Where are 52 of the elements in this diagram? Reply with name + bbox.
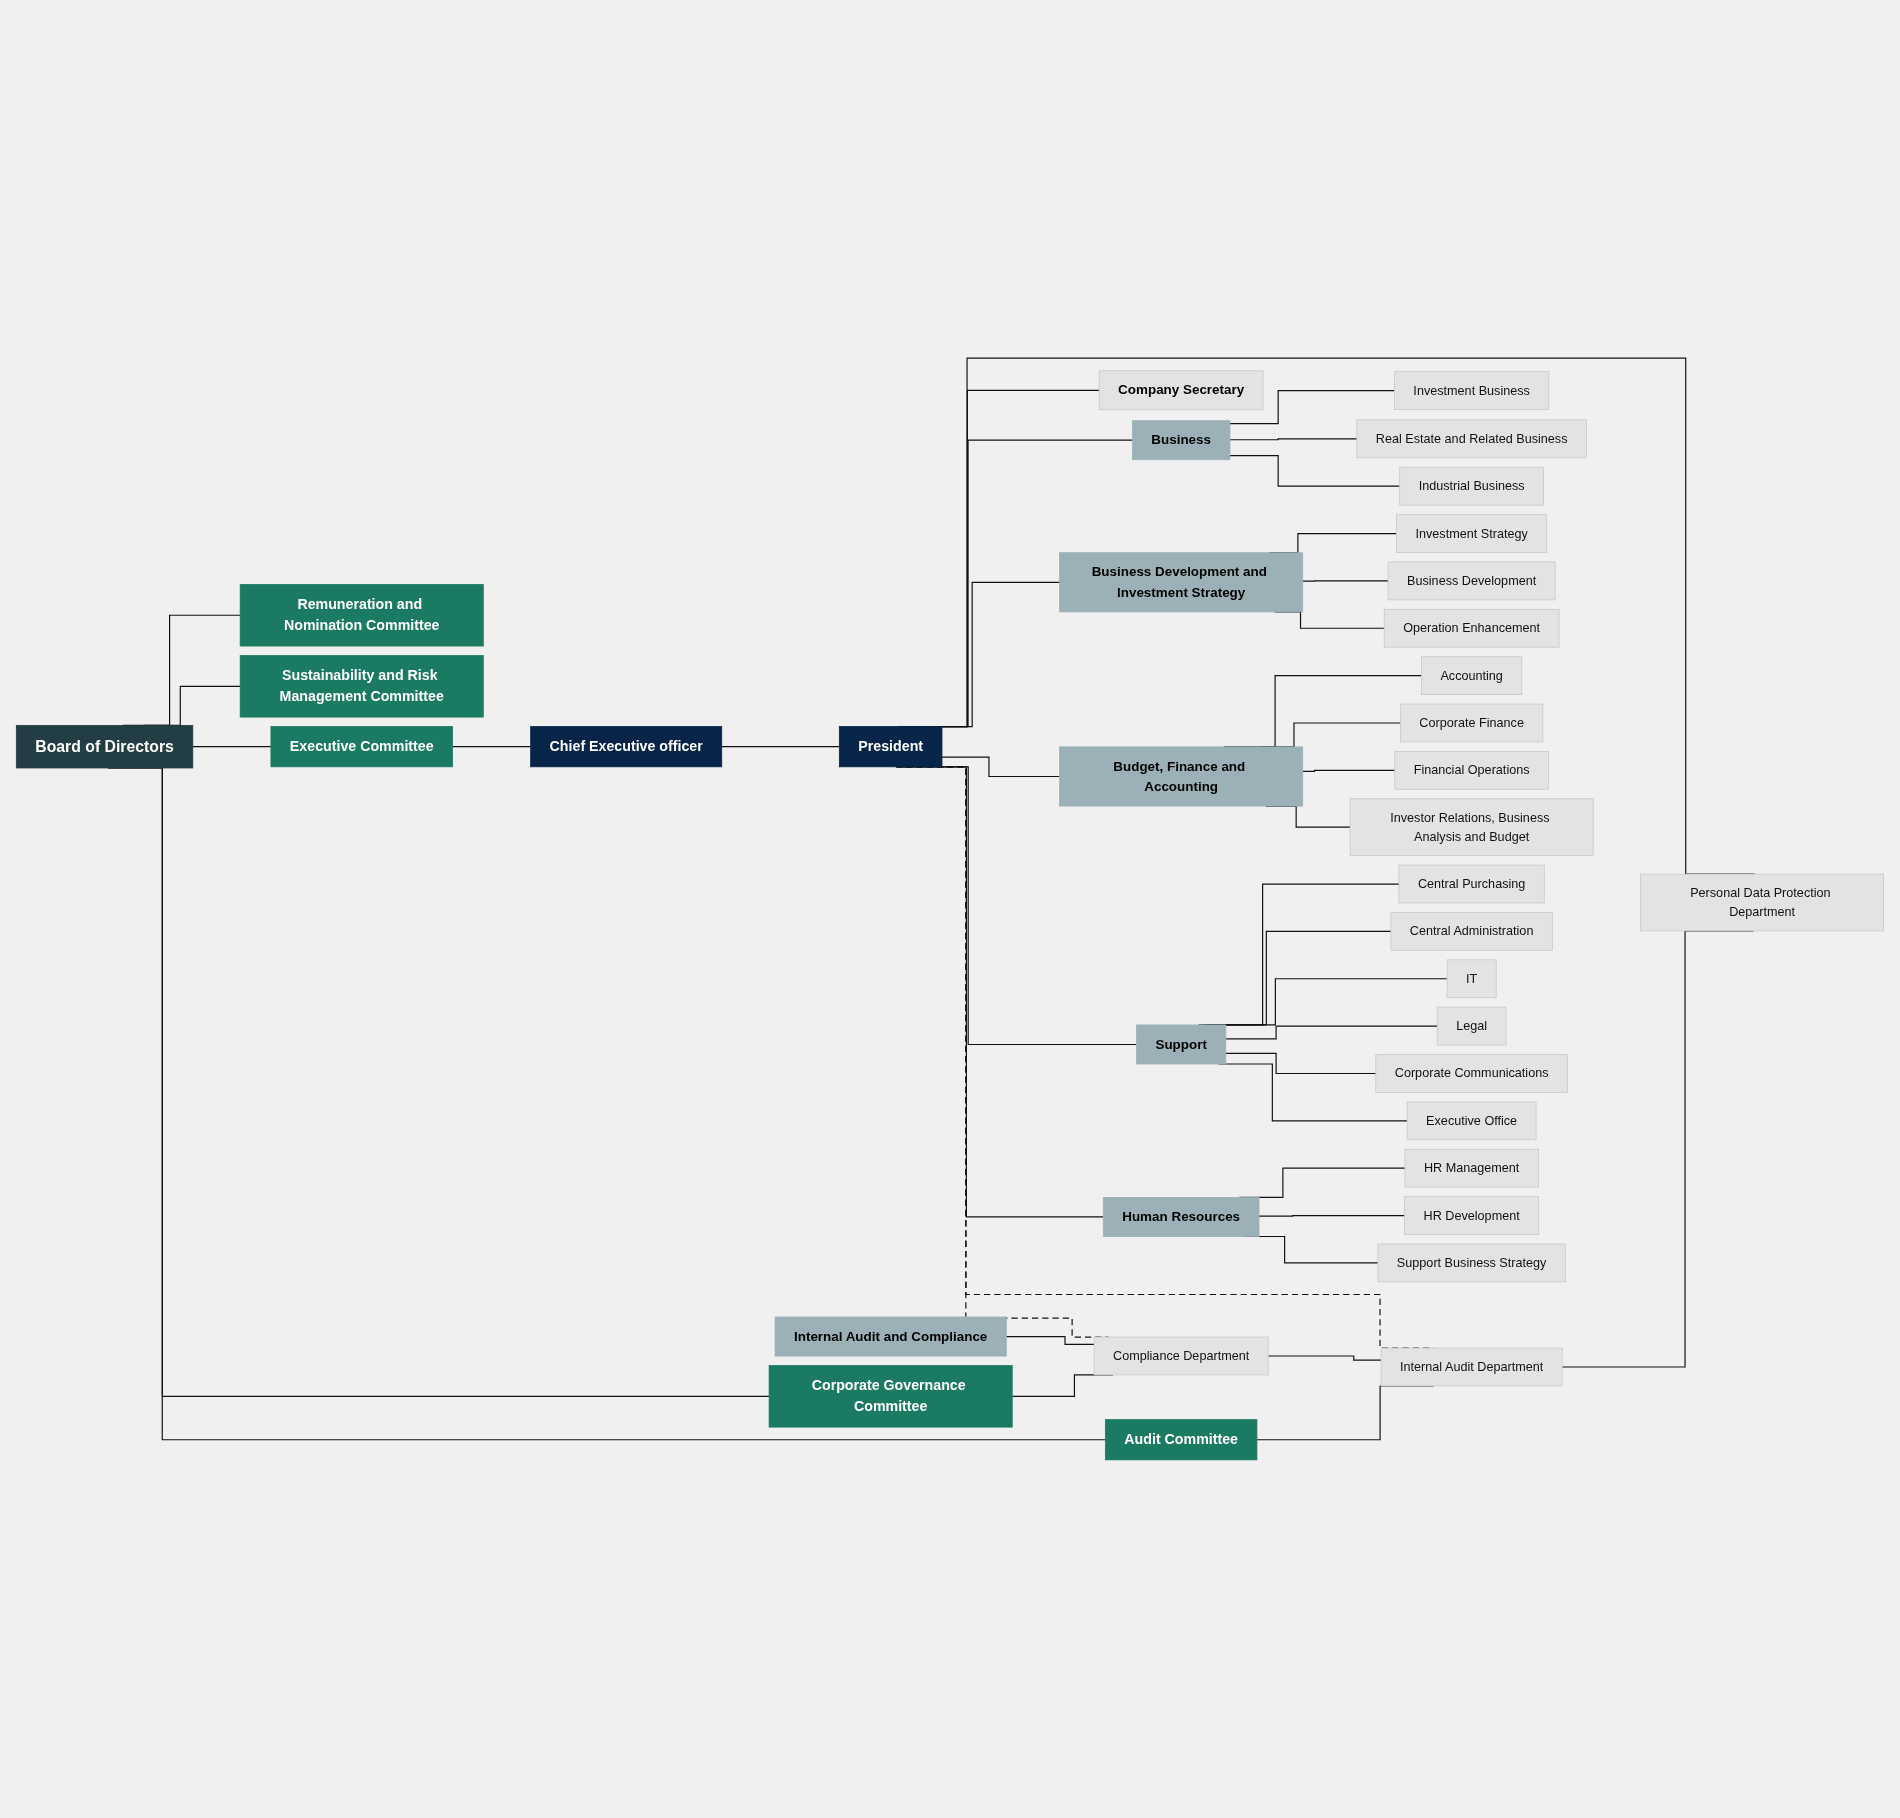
connector xyxy=(1229,390,1395,425)
connector xyxy=(1258,1215,1406,1217)
node-box: Sustainability and Risk Management Committee xyxy=(239,655,484,718)
node-box: Financial Operations xyxy=(1394,751,1549,790)
node-box: Human Resources xyxy=(1102,1197,1260,1237)
node-box: Real Estate and Related Business xyxy=(1356,419,1587,459)
node-box: President xyxy=(838,726,943,768)
node-box: Accounting xyxy=(1421,656,1523,695)
node-box: Chief Executive officer xyxy=(530,726,723,768)
node-box: Central Administration xyxy=(1390,912,1553,951)
node-box: Audit Committee xyxy=(1104,1419,1258,1461)
node-box: Internal Audit and Compliance xyxy=(774,1316,1007,1357)
connector xyxy=(192,746,272,748)
node-box: Investor Relations, Business Analysis and Budget xyxy=(1349,798,1594,856)
node-box: HR Development xyxy=(1404,1196,1540,1235)
node-box: Business Development xyxy=(1387,561,1556,601)
connector xyxy=(1229,438,1358,441)
node-box: HR Management xyxy=(1404,1148,1539,1188)
node-box: IT xyxy=(1446,959,1497,999)
node-box: Investment Business xyxy=(1394,371,1550,410)
connector xyxy=(941,756,1061,778)
node-box: Executive Office xyxy=(1406,1101,1537,1141)
node-box: Business Development and Investment Strategy xyxy=(1059,552,1304,613)
node-box: Corporate Governance Committee xyxy=(768,1365,1013,1428)
connector xyxy=(1267,1355,1382,1361)
node-box: Executive Committee xyxy=(270,726,453,768)
connector xyxy=(451,746,532,748)
node-box: Compliance Department xyxy=(1093,1336,1269,1376)
node-box: Board of Directors xyxy=(15,724,194,769)
node-box: Remuneration and Nomination Committee xyxy=(239,584,484,647)
node-box: Budget, Finance and Accounting xyxy=(1059,746,1304,807)
node-box: Central Purchasing xyxy=(1398,864,1545,904)
node-box: Investment Strategy xyxy=(1396,514,1548,553)
node-box: Corporate Communications xyxy=(1375,1054,1568,1093)
node-box: Company Secretary xyxy=(1098,370,1264,411)
connector xyxy=(1302,580,1389,582)
connector xyxy=(1302,769,1396,772)
node-box: Legal xyxy=(1436,1006,1507,1046)
connector xyxy=(1005,1335,1095,1345)
node-box: Support Business Strategy xyxy=(1377,1243,1566,1283)
node-box: Support xyxy=(1136,1024,1227,1065)
node-box: Corporate Finance xyxy=(1400,703,1544,743)
node-box: Business xyxy=(1131,420,1231,461)
connector xyxy=(721,746,840,748)
connector xyxy=(1223,978,1448,1026)
connector xyxy=(1225,1025,1438,1040)
node-box: Industrial Business xyxy=(1399,466,1544,506)
node-box: Personal Data Protection Department xyxy=(1640,873,1885,932)
connector xyxy=(1225,1052,1377,1075)
node-box: Operation Enhancement xyxy=(1383,608,1560,648)
connector xyxy=(1229,455,1401,487)
node-box: Internal Audit Department xyxy=(1380,1347,1563,1387)
